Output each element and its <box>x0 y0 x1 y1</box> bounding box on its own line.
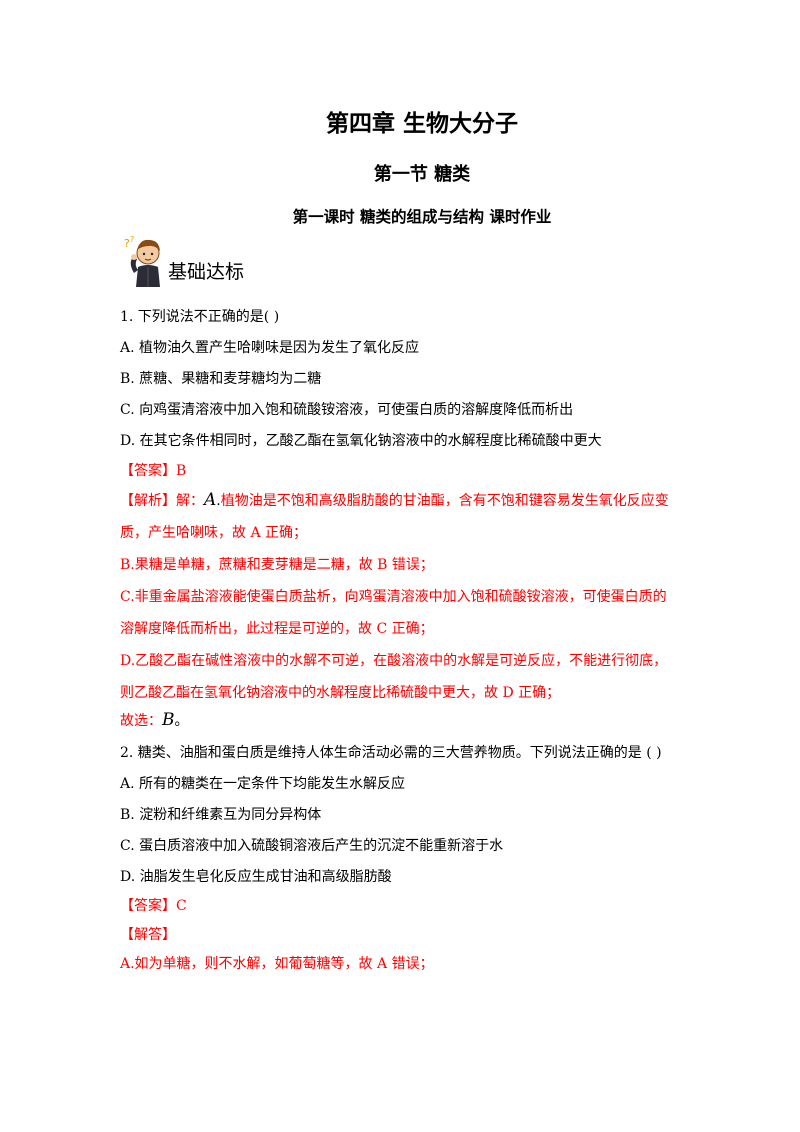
analysis-text: 植物油是不饱和高级脂肪酸的甘油酯，含有不饱和键容易发生氧化反应变 <box>220 493 669 509</box>
question-1-analysis-line-2: 质，产生哈喇味，故 A 正确； <box>120 525 308 541</box>
question-2-option-b: B. 淀粉和纤维素互为同分异构体 <box>120 807 322 823</box>
question-2-option-d: D. 油脂发生皂化反应生成甘油和高级脂肪酸 <box>120 869 392 885</box>
question-1-option-d: D. 在其它条件相同时，乙酸乙酯在氢氧化钠溶液中的水解程度比稀硫酸中更大 <box>120 433 602 449</box>
svg-text:?: ? <box>124 237 130 250</box>
question-1-analysis-line-5: 溶解度降低而析出，此过程是可逆的，故 C 正确； <box>120 621 434 637</box>
question-2-answer: 【答案】C <box>120 898 187 914</box>
badge-label: 基础达标 <box>168 261 245 283</box>
question-1-final-choice: 故选：B。 <box>120 712 189 729</box>
question-1-option-c: C. 向鸡蛋清溶液中加入饱和硫酸铵溶液，可使蛋白质的溶解度降低而析出 <box>120 402 574 418</box>
question-2-option-a: A. 所有的糖类在一定条件下均能发生水解反应 <box>120 776 406 792</box>
question-1-analysis-line-7: 则乙酸乙酯在氢氧化钠溶液中的水解程度比稀硫酸中更大，故 D 正确； <box>120 685 561 701</box>
lesson-title: 第一课时 糖类的组成与结构 课时作业 <box>292 207 552 226</box>
choice-letter: B <box>162 710 175 730</box>
question-2-analysis-line-1: A.如为单糖，则不水解，如葡萄糖等，故 A 错误； <box>120 956 434 972</box>
analysis-prefix: 【解析】解： <box>120 493 204 509</box>
question-1-analysis-line-1: 【解析】解：A.植物油是不饱和高级脂肪酸的甘油酯，含有不饱和键容易发生氧化反应变 <box>120 490 669 510</box>
question-1-option-b: B. 蔗糖、果糖和麦芽糖均为二糖 <box>120 371 322 387</box>
question-1-analysis-line-4: C.非重金属盐溶液能使蛋白质盐析，向鸡蛋清溶液中加入饱和硫酸铵溶液，可使蛋白质的 <box>120 589 667 605</box>
question-1-analysis-line-6: D.乙酸乙酯在碱性溶液中的水解不可逆，在酸溶液中的水解是可逆反应，不能进行彻底， <box>120 653 668 669</box>
question-1-stem: 1. 下列说法不正确的是( ) <box>120 309 280 325</box>
analysis-option-letter: A <box>204 490 217 510</box>
svg-text:?: ? <box>130 235 134 244</box>
question-1-analysis-line-3: B.果糖是单糖，蔗糖和麦芽糖是二糖，故 B 错误； <box>120 557 434 573</box>
chapter-title: 第四章 生物大分子 <box>325 110 518 137</box>
question-2-stem: 2. 糖类、油脂和蛋白质是维持人体生命活动必需的三大营养物质。下列说法正确的是 … <box>120 745 662 761</box>
choice-suffix: 。 <box>174 713 189 729</box>
section-title: 第一节 糖类 <box>373 164 471 185</box>
choice-prefix: 故选： <box>120 713 162 729</box>
basic-goal-badge: ? ? 基础达标 <box>122 233 282 289</box>
question-2-analysis-label: 【解答】 <box>120 927 176 943</box>
question-2-option-c: C. 蛋白质溶液中加入硫酸铜溶液后产生的沉淀不能重新溶于水 <box>120 838 504 854</box>
thinking-boy-icon: ? ? <box>124 235 160 287</box>
question-1-answer: 【答案】B <box>120 463 187 479</box>
question-1-option-a: A. 植物油久置产生哈喇味是因为发生了氧化反应 <box>120 340 420 356</box>
